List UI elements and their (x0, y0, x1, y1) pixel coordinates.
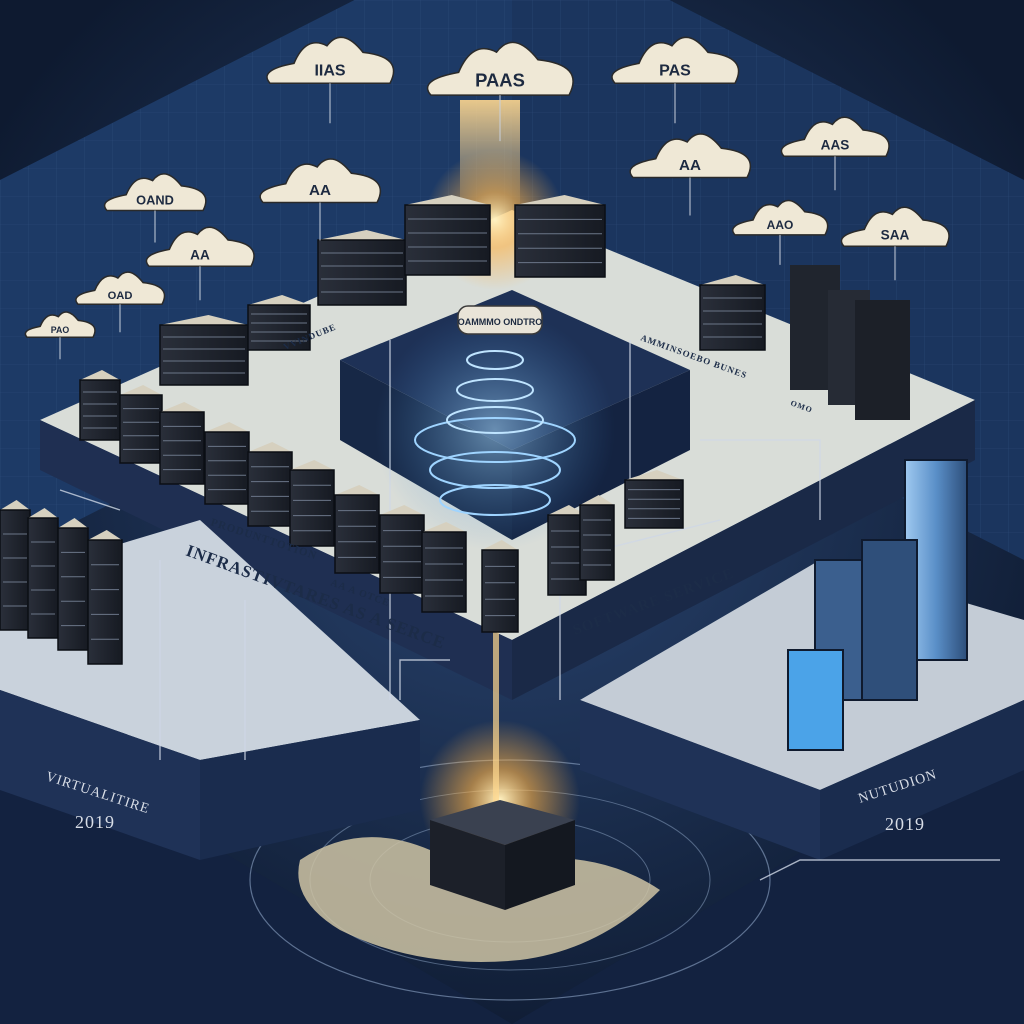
cloud-left-3: AA (145, 226, 255, 301)
cloud-label: OAND (136, 192, 174, 207)
cloud-right-3: AAO (732, 199, 829, 265)
server-rack (379, 505, 425, 594)
cloud-label: SAA (881, 228, 910, 243)
cloud-left-1: OAND (103, 173, 207, 243)
cloud-label: AA (190, 248, 210, 263)
cloud-label: AA (309, 182, 331, 199)
cloud-label: OAD (108, 290, 133, 302)
cloud-top-right: PAS (611, 36, 740, 124)
server-rack (247, 295, 311, 351)
server-rack (79, 370, 121, 441)
server-rack (404, 195, 491, 276)
server-rack (27, 508, 59, 639)
server-rack (0, 500, 31, 631)
cloud-right-1: AAS (780, 116, 890, 191)
server-rack (317, 230, 407, 306)
cloud-label: AAO (767, 218, 794, 232)
server-rack (57, 518, 89, 651)
server-racks (0, 195, 766, 665)
cloud-left-5: PAO (24, 311, 96, 360)
storage-towers (787, 265, 968, 751)
cloud-label: PAS (659, 63, 691, 80)
server-rack (579, 495, 615, 581)
cloud-top-center: PAAS (426, 41, 574, 142)
server-rack (119, 385, 163, 464)
server-rack (334, 485, 380, 574)
server-rack (159, 402, 205, 485)
cloud-top-left: IIAS (266, 36, 395, 124)
server-rack (289, 460, 335, 547)
left-panel-year: 2019 (75, 812, 115, 832)
cloud-left-4: OAD (75, 271, 166, 333)
cloud-right-2: AA (629, 133, 752, 216)
cloud-label: AAS (821, 138, 850, 153)
server-rack (481, 540, 519, 633)
server-rack (514, 195, 606, 278)
hub-badge-label: OAMMMO ONDTRO (458, 317, 543, 327)
cloud-labels: IIAS PAAS PAS OAND AA AA OAD PAO AAS AA AAO SAA (24, 36, 950, 360)
cloud-label: IIAS (314, 63, 345, 80)
cloud-label: PAAS (475, 69, 525, 90)
hub-badge: OAMMMO ONDTRO (457, 305, 543, 335)
server-rack (624, 470, 684, 529)
cloud-label: PAO (51, 325, 70, 335)
server-rack (204, 422, 250, 505)
hologram-core (375, 310, 615, 550)
server-rack (699, 275, 766, 351)
central-server-block (430, 800, 575, 910)
cloud-right-4: SAA (840, 206, 950, 281)
right-panel-year: 2019 (885, 814, 925, 834)
server-rack (247, 442, 293, 527)
server-rack (159, 315, 249, 386)
cloud-left-2: AA (259, 158, 382, 241)
server-rack (87, 530, 123, 665)
server-rack (421, 522, 467, 613)
cloud-label: AA (679, 157, 701, 174)
